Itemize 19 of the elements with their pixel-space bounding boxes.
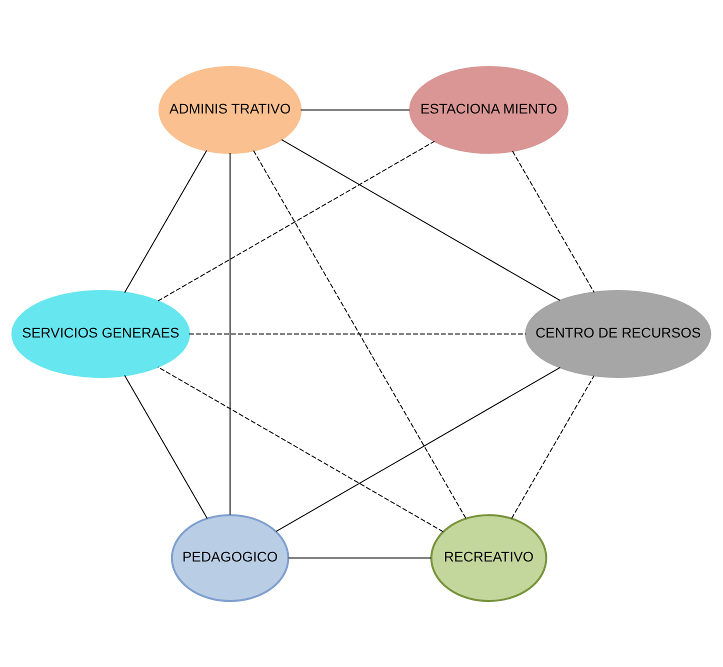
connector [276,366,561,532]
connector [124,374,208,518]
node-ellipse: ADMINIS TRATIVO [158,66,302,154]
connector [511,374,594,518]
node-ellipse: RECREATIVO [430,514,548,602]
node-ellipse: PEDAGOGICO [170,514,290,602]
connector [288,557,432,558]
node-ellipse: CENTRO DE RECURSOS [524,290,712,378]
connector [512,150,595,292]
node-ellipse: SERVICIOS GENERAES [11,290,190,378]
connector [157,140,435,301]
node-ellipse: ESTACIONA MIENTO [409,66,568,154]
connector [157,366,444,532]
connector [281,138,561,300]
connector [124,150,208,293]
connector [253,150,466,518]
connector [230,152,231,515]
connector [300,108,410,110]
connector [188,333,526,334]
